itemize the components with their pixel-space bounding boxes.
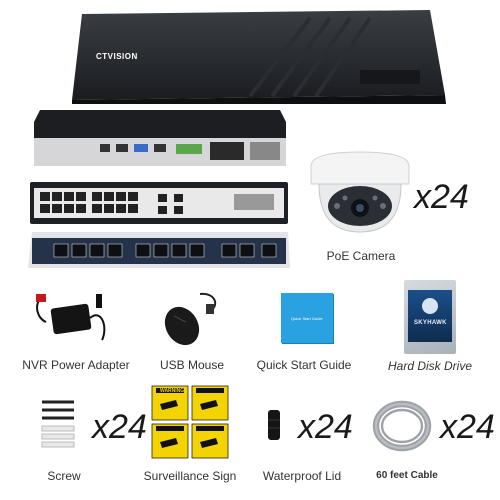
disk-label: SKYHAWK <box>408 290 452 342</box>
screw-quantity: x24 <box>92 408 147 446</box>
quick-start-guide-image: Quick Start Guide <box>281 293 333 343</box>
screws-image <box>41 400 75 448</box>
hard-disk-image: SKYHAWK <box>404 280 456 354</box>
disk-brand-text: SKYHAWK <box>414 320 447 326</box>
cable-coil-image <box>372 400 432 452</box>
waterproof-lid-image <box>268 410 280 440</box>
screw-label: Screw <box>47 469 81 483</box>
nvr-brand-logo: CTVISION <box>96 52 138 61</box>
cable-quantity: x24 <box>440 408 495 446</box>
cable-label: 60 feet Cable <box>376 470 438 481</box>
camera-label: PoE Camera <box>326 249 396 263</box>
hard-disk-label: Hard Disk Drive <box>387 359 472 373</box>
waterproof-lid-quantity: x24 <box>298 408 353 446</box>
disk-logo-icon <box>422 298 438 314</box>
dome-camera-image <box>310 151 410 233</box>
power-adapter-label: NVR Power Adapter <box>22 358 130 372</box>
power-adapter-image <box>36 294 106 341</box>
sign-warning-text: WARNING <box>160 388 185 394</box>
quick-start-guide-label: Quick Start Guide <box>256 358 352 372</box>
camera-quantity: x24 <box>414 178 469 216</box>
surveillance-sign-label: Surveillance Sign <box>143 469 237 483</box>
poe-switch-blue-image <box>28 232 290 268</box>
nvr-back-panel-image <box>34 110 286 166</box>
usb-mouse-label: USB Mouse <box>159 358 225 372</box>
guide-cover-text: Quick Start Guide <box>291 316 323 321</box>
nvr-recorder-image <box>72 10 446 104</box>
surveillance-sign-image <box>151 385 229 459</box>
waterproof-lid-label: Waterproof Lid <box>262 469 342 483</box>
poe-switch-image <box>30 182 288 224</box>
usb-mouse-image <box>164 292 216 346</box>
